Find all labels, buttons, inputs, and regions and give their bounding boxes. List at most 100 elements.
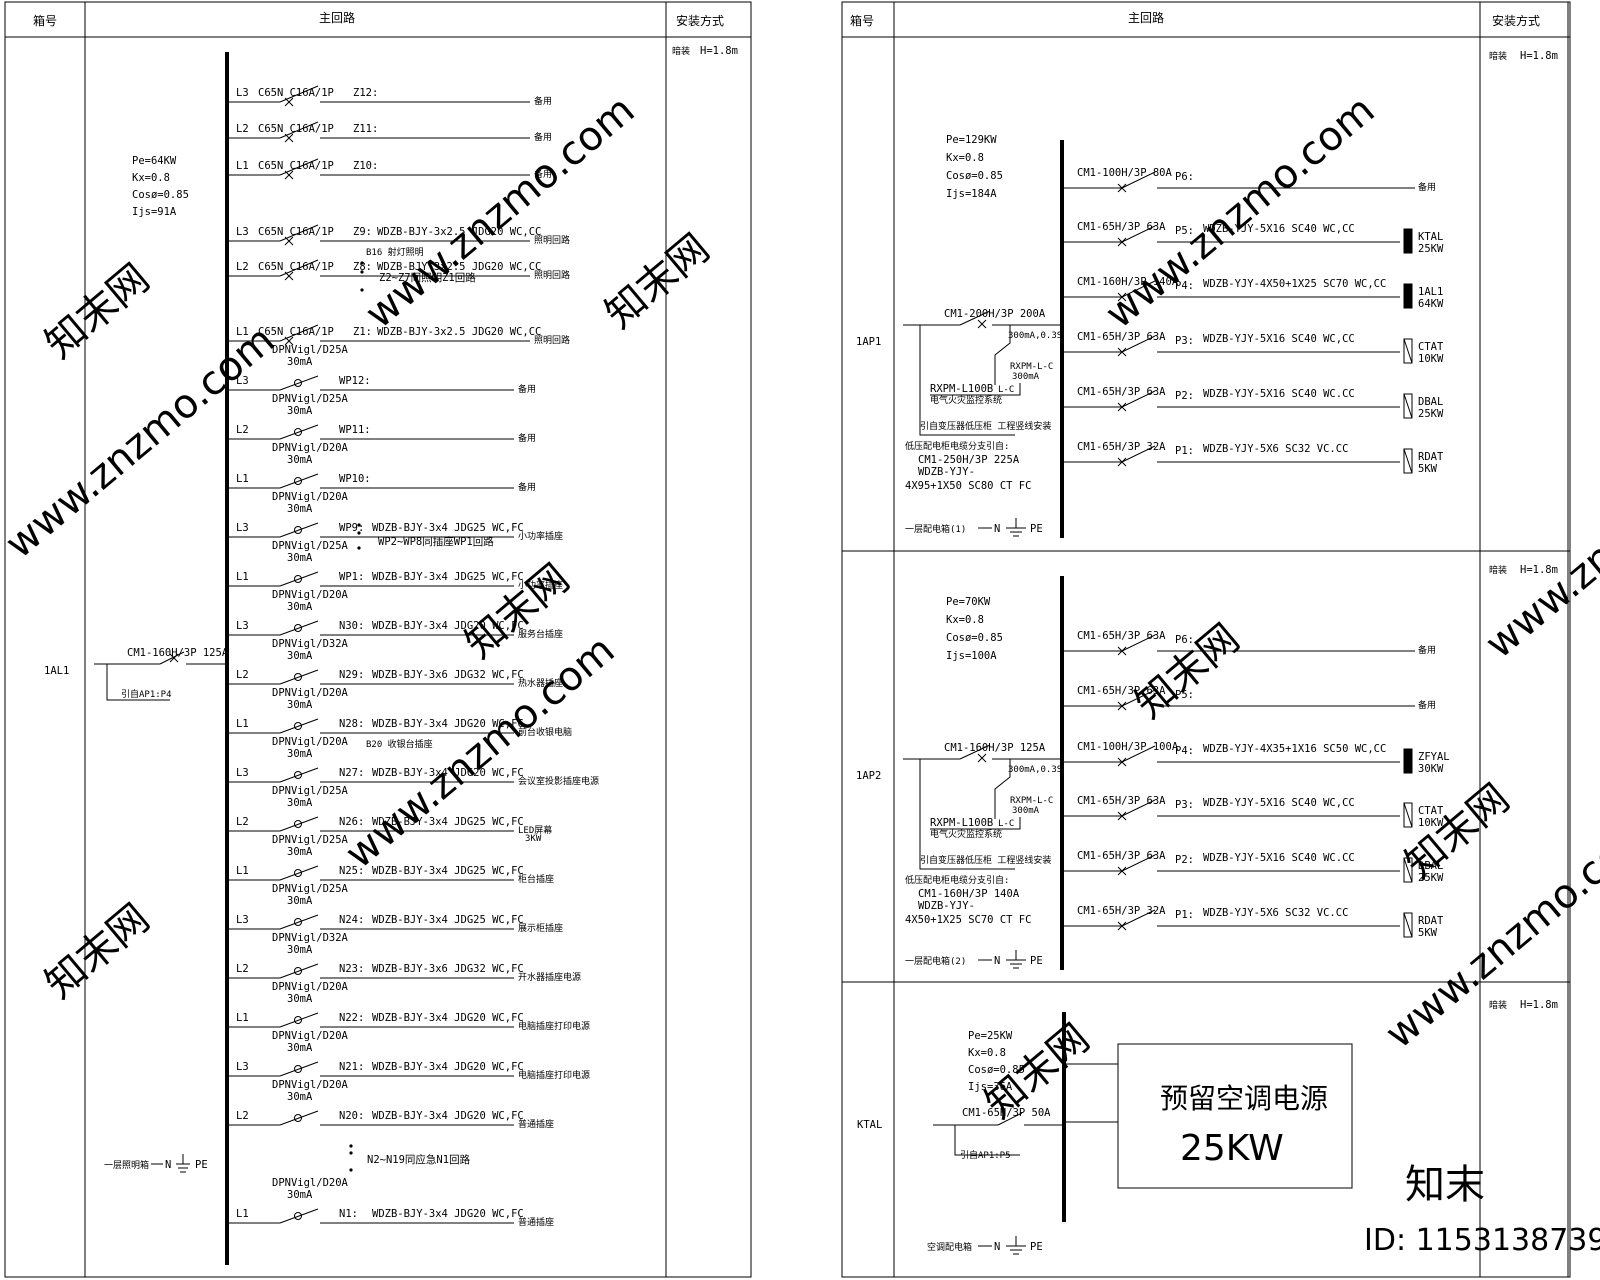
breaker-model: CM1-65H/3P 63A bbox=[1077, 685, 1166, 697]
cable-spec: WDZB-YJY-4X50+1X25 SC70 WC,CC bbox=[1203, 278, 1386, 290]
load-label: 备用 bbox=[518, 481, 536, 493]
load-box-symbol bbox=[1403, 338, 1413, 364]
switch-blade bbox=[279, 914, 319, 930]
rcd-note: 300mA,0.3S bbox=[1008, 765, 1062, 775]
load-power: 25KW bbox=[1418, 872, 1444, 884]
phase-label: L3 bbox=[236, 914, 249, 926]
cable-spec: WDZB-YJY-5X6 SC32 VC.CC bbox=[1203, 443, 1348, 455]
ktal-box bbox=[1117, 1043, 1353, 1189]
load-power: 64KW bbox=[1418, 298, 1444, 310]
left-param-kx: Kx=0.8 bbox=[132, 172, 170, 184]
panel-name: KTAL bbox=[857, 1119, 882, 1131]
left-header: 箱号 主回路 安装方式 bbox=[33, 10, 724, 28]
rcd-symbol bbox=[294, 1212, 302, 1220]
cable-spec: WDZB-YJY-5X16 SC40 WC.CC bbox=[1203, 852, 1355, 864]
circuit-id: WP1: bbox=[339, 571, 364, 583]
note-feeder: 低压配电柜电缆分支引自: bbox=[905, 440, 1009, 452]
load-label: 照明回路 bbox=[534, 234, 570, 246]
cable-spec: WDZB-BJY-3x2.5 JDG20 WC,CC bbox=[377, 226, 541, 238]
breaker-x bbox=[1117, 701, 1127, 711]
load-label: 备用 bbox=[534, 131, 552, 143]
rcd-note: 300mA,0.3S bbox=[1008, 331, 1062, 341]
circuit-id: N22: bbox=[339, 1012, 364, 1024]
load-label: 照明回路 bbox=[534, 269, 570, 281]
load-label: 备用 bbox=[518, 383, 536, 395]
rcd-model: DPNVigl/D32A bbox=[272, 932, 349, 944]
circuit-id: P5: bbox=[1175, 689, 1194, 701]
note-source: 引自变压器低压柜 工程竖线安装 bbox=[920, 854, 1051, 866]
rcd-sensitivity: 30mA bbox=[287, 797, 313, 809]
install-height: H=1.8m bbox=[1520, 999, 1558, 1011]
feeder-cable: WDZB-YJY- bbox=[918, 900, 975, 912]
left-param-ijs: Ijs=91A bbox=[132, 206, 177, 218]
circuit-id: N25: bbox=[339, 865, 364, 877]
rcd-sensitivity: 30mA bbox=[287, 1189, 313, 1201]
breaker-model: CM1-65H/3P 63A bbox=[1077, 221, 1166, 233]
load-box-symbol bbox=[1403, 857, 1413, 883]
rcd-sensitivity: 30mA bbox=[287, 356, 313, 368]
spd-1-current: 300mA bbox=[1012, 806, 1040, 816]
load-label: 普通插座 bbox=[518, 1216, 554, 1228]
load-param: Cosø=0.85 bbox=[946, 170, 1003, 182]
watermark-text: 知末网 bbox=[37, 895, 158, 1007]
load-label: 柜台插座 bbox=[518, 873, 554, 885]
load-param: Ijs=184A bbox=[946, 188, 997, 200]
circuit-id: N30: bbox=[339, 620, 364, 632]
feeder-cable-spec: 4X95+1X50 SC80 CT FC bbox=[905, 480, 1031, 492]
ground-label: 一层配电箱(2) bbox=[905, 955, 966, 967]
load-power: 5KW bbox=[1418, 463, 1438, 475]
phase-label: L1 bbox=[236, 718, 249, 730]
load-label: 小功率插座 bbox=[518, 530, 563, 542]
breaker-x bbox=[1117, 183, 1127, 193]
phase-label: L2 bbox=[236, 669, 249, 681]
left-ellipsis-note-2: WP2~WP8同插座WP1回路 bbox=[378, 535, 494, 548]
cable-spec: WDZB-YJY-5X16 SC40 WC,CC bbox=[1203, 333, 1355, 345]
ground-label: 一层配电箱(1) bbox=[905, 523, 966, 535]
load-label: 服务台插座 bbox=[518, 628, 563, 640]
watermark-text: www.znzmo.com bbox=[337, 627, 624, 878]
rcd-sensitivity: 30mA bbox=[287, 699, 313, 711]
load-name: ZFYAL bbox=[1418, 751, 1450, 763]
circuit-id: N23: bbox=[339, 963, 364, 975]
load-box-diagonal bbox=[1403, 802, 1413, 828]
load-power: 10KW bbox=[1418, 817, 1444, 829]
load-box-diagonal bbox=[1403, 448, 1413, 474]
switch-blade bbox=[279, 522, 319, 538]
phase-label: L2 bbox=[236, 123, 249, 135]
circuit-id: N26: bbox=[339, 816, 364, 828]
ktal-box-title: 预留空调电源 bbox=[1160, 1082, 1328, 1115]
spd-2: RXPM-L100B bbox=[930, 383, 993, 395]
watermark-text: 知末网 bbox=[1397, 775, 1518, 887]
breaker-model: C65N C16A/1P bbox=[258, 123, 334, 135]
breaker-x bbox=[1117, 292, 1127, 302]
ktal-box-power: 25KW bbox=[1180, 1128, 1284, 1169]
note-source: 引自变压器低压柜 工程竖线安装 bbox=[920, 420, 1051, 432]
right-header-col-install: 安装方式 bbox=[1492, 13, 1540, 28]
rcd-model: DPNVigl/D25A bbox=[272, 883, 349, 895]
left-header-col-install: 安装方式 bbox=[676, 13, 724, 28]
phase-label: L3 bbox=[236, 87, 249, 99]
sub-note: B20 收银台插座 bbox=[366, 738, 433, 750]
ktal-source: 引自AP1:P5 bbox=[960, 1149, 1011, 1161]
load-name: 备用 bbox=[1418, 699, 1436, 711]
feeder-circuit-row: CM1-65H/3P 63A P5: 备用 bbox=[1062, 685, 1436, 711]
load-name: DBAL bbox=[1418, 396, 1443, 408]
rcd-symbol bbox=[294, 624, 302, 632]
